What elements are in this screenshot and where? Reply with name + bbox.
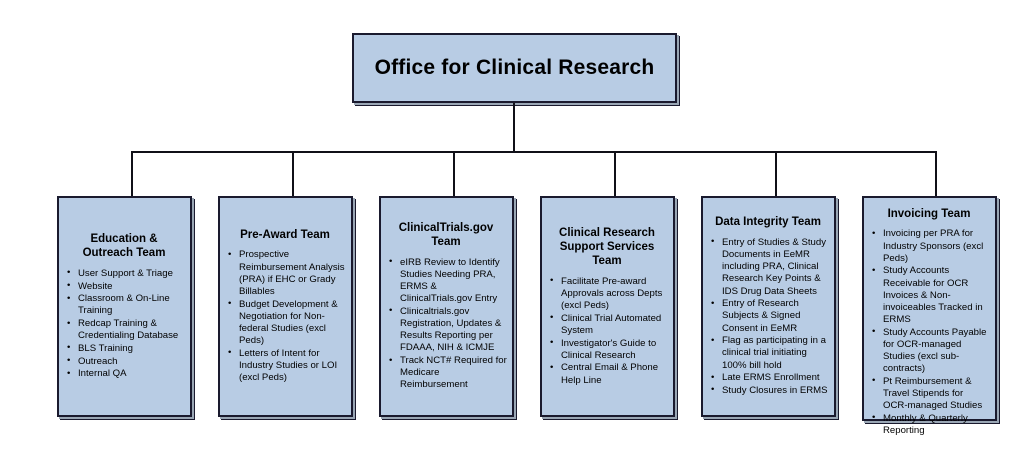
list-item: Prospective Reimbursement Analysis (PRA)… xyxy=(224,249,346,298)
list-item: User Support & Triage xyxy=(63,267,185,280)
team-bullet-list: Entry of Studies & Study Documents in Ee… xyxy=(707,236,829,398)
list-item: Pt Reimbursement & Travel Stipends for O… xyxy=(868,375,990,413)
list-item: Outreach xyxy=(63,355,185,368)
connector-drop-3 xyxy=(453,151,455,197)
list-item: Entry of Research Subjects & Signed Cons… xyxy=(707,298,829,335)
team-node-clinical-research-support-services[interactable]: Clinical Research Support Services Team … xyxy=(540,196,675,417)
list-item: Central Email & Phone Help Line xyxy=(546,362,668,386)
team-node-invoicing[interactable]: Invoicing Team Invoicing per PRA for Ind… xyxy=(862,196,997,436)
list-item: Internal QA xyxy=(63,368,185,380)
team-title: Invoicing Team xyxy=(887,208,971,220)
list-item: Facilitate Pre-award Approvals across De… xyxy=(546,275,668,313)
list-item: Monthly & Quarterly Reporting xyxy=(868,412,990,437)
root-node-office-for-clinical-research[interactable]: Office for Clinical Research xyxy=(352,33,677,103)
list-item: Flag as participating in a clinical tria… xyxy=(707,335,829,372)
connector-drop-1 xyxy=(131,151,133,197)
team-title: Data Integrity Team xyxy=(715,216,821,229)
team-title: Clinical Research Support Services Team xyxy=(559,226,655,268)
list-item: Letters of Intent for Industry Studies o… xyxy=(224,347,346,385)
list-item: Budget Development & Negotiation for Non… xyxy=(224,298,346,348)
list-item: Investigator's Guide to Clinical Researc… xyxy=(546,337,668,362)
connector-drop-4 xyxy=(614,151,616,197)
team-node-clinicaltrials-gov[interactable]: ClinicalTrials.gov Team eIRB Review to I… xyxy=(379,196,514,417)
team-title: Education & Outreach Team xyxy=(82,233,166,260)
connector-horizontal-bus xyxy=(131,151,936,153)
list-item: BLS Training xyxy=(63,342,185,355)
list-item: Clinicaltrials.gov Registration, Updates… xyxy=(385,305,507,355)
list-item: Clinical Trial Automated System xyxy=(546,312,668,337)
team-bullet-list: eIRB Review to Identify Studies Needing … xyxy=(385,256,507,392)
connector-root-stem xyxy=(513,103,515,152)
team-node-data-integrity[interactable]: Data Integrity Team Entry of Studies & S… xyxy=(701,196,836,417)
connector-drop-6 xyxy=(935,151,937,197)
team-node-education-outreach[interactable]: Education & Outreach Team User Support &… xyxy=(57,196,192,417)
list-item: Study Accounts Payable for OCR-managed S… xyxy=(868,326,990,376)
list-item: Study Closures in ERMS xyxy=(707,384,829,397)
team-title: Pre-Award Team xyxy=(240,229,330,242)
team-bullet-list: Prospective Reimbursement Analysis (PRA)… xyxy=(224,249,346,384)
list-item: Study Accounts Receivable for OCR Invoic… xyxy=(868,265,990,326)
team-title: ClinicalTrials.gov Team xyxy=(398,221,494,249)
list-item: Track NCT# Required for Medicare Reimbur… xyxy=(385,355,507,392)
list-item: Redcap Training & Credentialing Database xyxy=(63,318,185,342)
team-bullet-list: User Support & Triage Website Classroom … xyxy=(63,267,185,381)
list-item: Late ERMS Enrollment xyxy=(707,372,829,384)
list-item: Website xyxy=(63,280,185,293)
list-item: Invoicing per PRA for Industry Sponsors … xyxy=(868,228,990,265)
connector-drop-2 xyxy=(292,151,294,197)
list-item: Entry of Studies & Study Documents in Ee… xyxy=(707,236,829,298)
team-bullet-list: Invoicing per PRA for Industry Sponsors … xyxy=(868,228,990,437)
list-item: Classroom & On-Line Training xyxy=(63,293,185,317)
list-item: eIRB Review to Identify Studies Needing … xyxy=(385,256,507,306)
connector-drop-5 xyxy=(775,151,777,197)
team-bullet-list: Facilitate Pre-award Approvals across De… xyxy=(546,275,668,388)
root-node-title: Office for Clinical Research xyxy=(374,55,655,79)
team-node-pre-award[interactable]: Pre-Award Team Prospective Reimbursement… xyxy=(218,196,353,417)
